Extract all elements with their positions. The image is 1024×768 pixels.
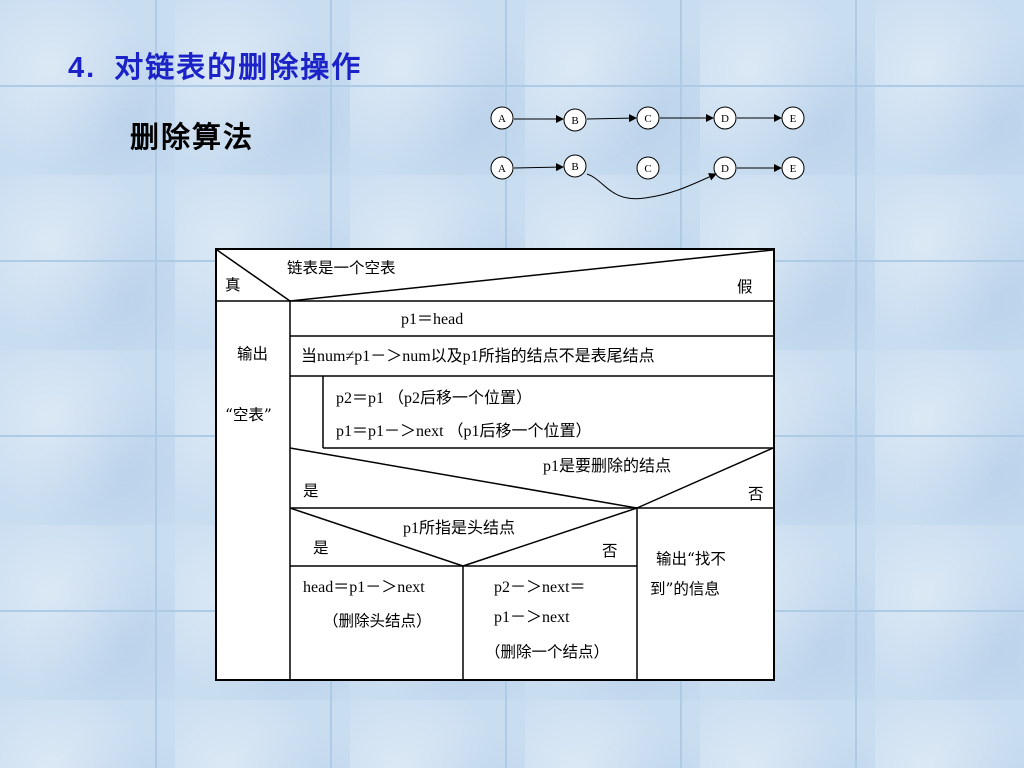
init-statement: p1＝head: [401, 311, 464, 328]
no-label-2: 否: [602, 542, 618, 560]
yes-label-2: 是: [313, 539, 329, 557]
node-label: E: [790, 163, 797, 175]
node-label: D: [721, 113, 729, 125]
slide-subtitle: 删除算法: [130, 120, 255, 154]
bypass-arrow: [586, 173, 717, 200]
loop-body-2: p1＝p1－＞next （p1后移一个位置）: [336, 423, 592, 440]
output-label: 输出: [237, 345, 269, 363]
node-label: A: [498, 113, 506, 125]
row1-list: A B C D E: [490, 106, 805, 132]
node-c-2: [636, 156, 660, 180]
head-action: head＝p1－＞next: [303, 579, 425, 596]
node-a-2: [490, 156, 514, 180]
mid-action-1: p2－＞next＝: [494, 579, 586, 596]
false-label: 假: [737, 278, 753, 296]
node-label: C: [644, 113, 651, 125]
node-b-1: [563, 108, 587, 132]
true-label: 真: [225, 276, 241, 294]
mid-action-2: p1－＞next: [494, 609, 570, 626]
link-arrow: [513, 163, 564, 172]
node-label: E: [790, 113, 797, 125]
node-b-2: [563, 154, 587, 178]
flowchart-lines: [217, 250, 773, 679]
notfound-line-2: 到”的信息: [650, 580, 720, 598]
cond-head: p1所指是头结点: [403, 520, 516, 537]
node-c-1: [636, 106, 660, 130]
node-label: B: [571, 115, 578, 127]
linked-list-diagram: A B C D E A B C D E: [490, 106, 805, 200]
link-arrow: [586, 114, 637, 123]
loop-condition: 当num≠p1－＞num以及p1所指的结点不是表尾结点: [301, 348, 655, 365]
head-note: （删除头结点）: [323, 612, 432, 630]
slide-title-text: 对链表的删除操作: [114, 50, 363, 84]
slide-number: 4.: [68, 52, 97, 84]
notfound-line-1: 输出“找不: [656, 550, 726, 568]
node-d-2: [713, 156, 737, 180]
yes-label: 是: [303, 482, 319, 500]
no-label: 否: [748, 485, 764, 503]
ns-flowchart: 链表是一个空表 真 假 输出 “空表” p1＝head 当num≠p1－＞num…: [215, 248, 775, 681]
mid-note: （删除一个结点）: [485, 643, 610, 661]
node-label: B: [571, 161, 578, 173]
node-d-1: [713, 106, 737, 130]
slide-title: 4. 对链表的删除操作: [68, 44, 362, 86]
cond-delete: p1是要删除的结点: [543, 458, 672, 475]
node-label: A: [498, 163, 506, 175]
node-label: D: [721, 163, 729, 175]
node-e-2: [781, 156, 805, 180]
output-empty-value: “空表”: [225, 406, 272, 424]
node-label: C: [644, 163, 651, 175]
row2-list: A B C D E: [490, 154, 805, 200]
loop-body-1: p2＝p1 （p2后移一个位置）: [336, 390, 533, 407]
node-a-1: [490, 106, 514, 130]
cond-empty: 链表是一个空表: [287, 259, 396, 277]
node-e-1: [781, 106, 805, 130]
